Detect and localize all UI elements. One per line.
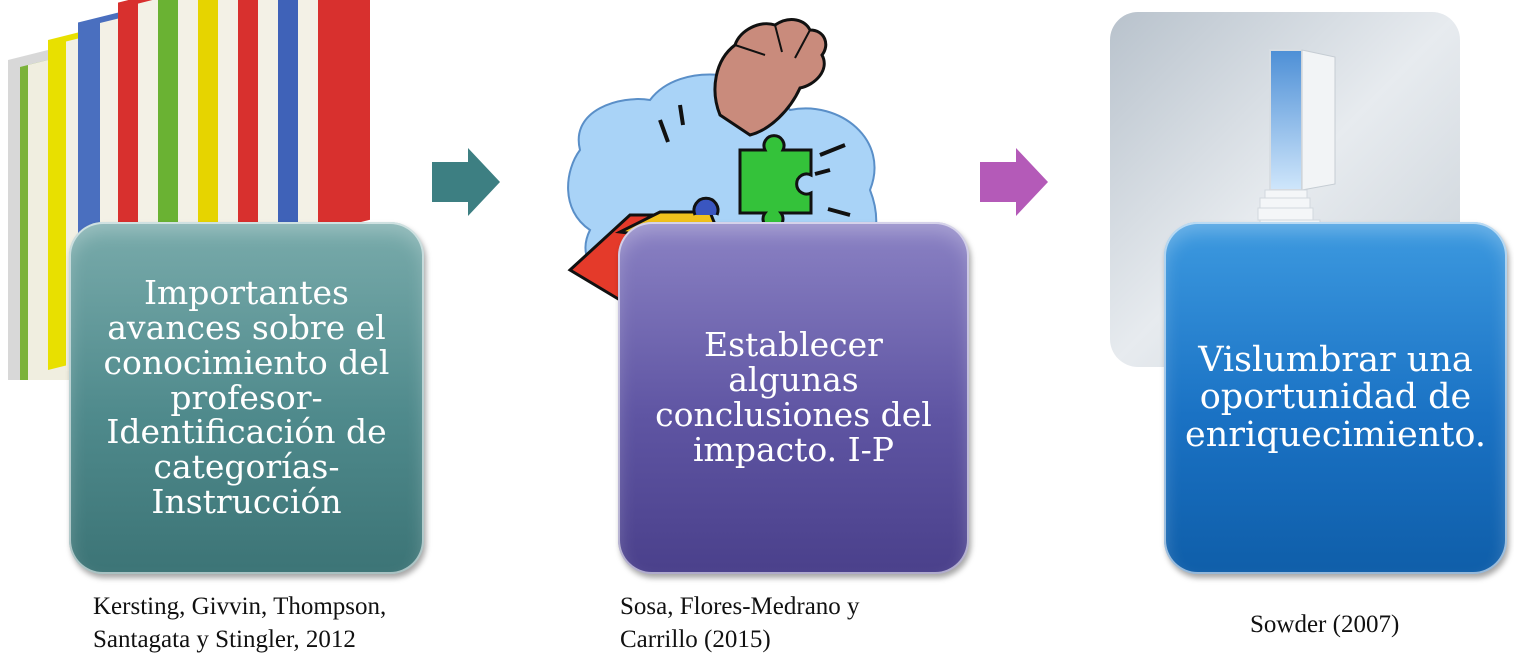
step-2-line: algunas (728, 360, 859, 400)
step-1-line: profesor- (170, 377, 323, 417)
step-card-3: Vislumbrar una oportunidad de enriquecim… (1164, 222, 1507, 574)
arrow-right-icon (980, 148, 1048, 216)
citation-1-line: Santagata y Stingler, 2012 (93, 626, 356, 653)
step-card-2-text: Establecer algunas conclusiones del impa… (655, 325, 932, 469)
citation-2-line: Carrillo (2015) (620, 626, 771, 653)
step-1-line: conocimiento del (103, 342, 390, 382)
citation-1: Kersting, Givvin, Thompson, Santagata y … (93, 590, 433, 656)
step-1-line: Importantes (143, 272, 349, 312)
step-3-line: oportunidad de (1199, 377, 1472, 418)
step-1-line: avances sobre el (107, 307, 386, 347)
citation-3: Sowder (2007) (1250, 608, 1450, 641)
step-3-line: Vislumbrar una (1198, 340, 1473, 381)
step-card-3-text: Vislumbrar una oportunidad de enriquecim… (1185, 342, 1486, 453)
step-1-line: Identificación de (106, 412, 387, 452)
step-card-1-text: Importantes avances sobre el conocimient… (103, 272, 390, 522)
step-card-2: Establecer algunas conclusiones del impa… (618, 222, 969, 574)
step-2-line: conclusiones del (655, 395, 932, 434)
step-1-line: categorías- (153, 447, 340, 487)
citation-1-line: Kersting, Givvin, Thompson, (93, 593, 387, 620)
citation-3-line: Sowder (2007) (1250, 611, 1400, 638)
arrow-right-icon (432, 148, 500, 216)
citation-2-line: Sosa, Flores-Medrano y (620, 593, 860, 620)
step-2-line: impacto. I-P (692, 429, 895, 469)
citation-2: Sosa, Flores-Medrano y Carrillo (2015) (620, 590, 950, 656)
step-3-line: enriquecimiento. (1185, 414, 1486, 455)
step-2-line: Establecer (704, 325, 883, 365)
step-1-line: Instrucción (151, 482, 342, 522)
step-card-1: Importantes avances sobre el conocimient… (69, 222, 424, 574)
